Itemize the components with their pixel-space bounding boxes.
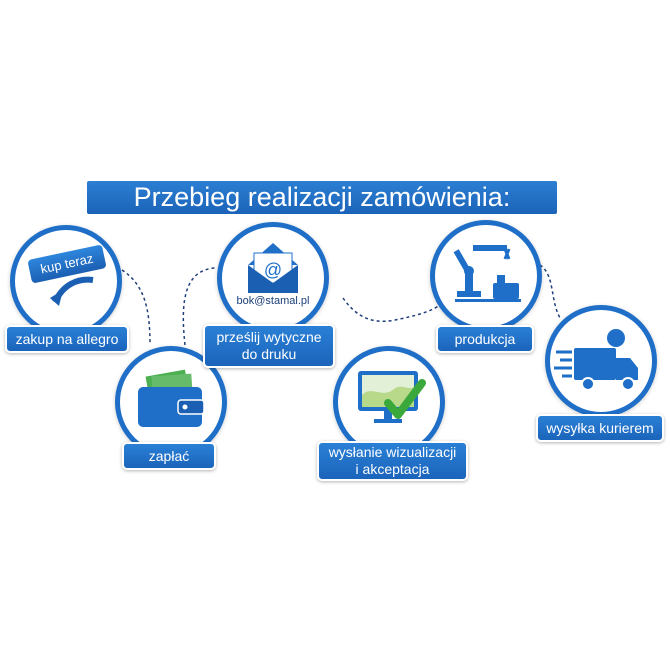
step-3-label: prześlij wytyczne do druku <box>203 324 335 368</box>
step-6-circle <box>545 305 657 417</box>
step-1-circle: kup teraz <box>10 225 122 337</box>
step-4-label: wysłanie wizualizacji i akceptacja <box>317 441 468 481</box>
robot-arm-icon <box>453 245 521 302</box>
svg-text:@: @ <box>264 260 282 280</box>
cursor-arrow-icon <box>50 276 94 306</box>
step-5-label: produkcja <box>436 325 534 353</box>
email-envelope-icon: @ <box>248 243 298 293</box>
delivery-truck-icon <box>554 329 638 391</box>
wallet-icon <box>138 369 205 427</box>
monitor-check-icon <box>358 371 426 423</box>
step-1-label: zakup na allegro <box>5 325 129 353</box>
page-title: Przebieg realizacji zamówienia: <box>87 181 557 214</box>
step-2-label: zapłać <box>122 442 216 470</box>
step-3-circle: @ bok@stamal.pl <box>217 222 329 334</box>
step-6-label: wysyłka kurierem <box>536 414 664 442</box>
email-address: bok@stamal.pl <box>236 295 310 307</box>
step-5-circle <box>430 220 542 332</box>
